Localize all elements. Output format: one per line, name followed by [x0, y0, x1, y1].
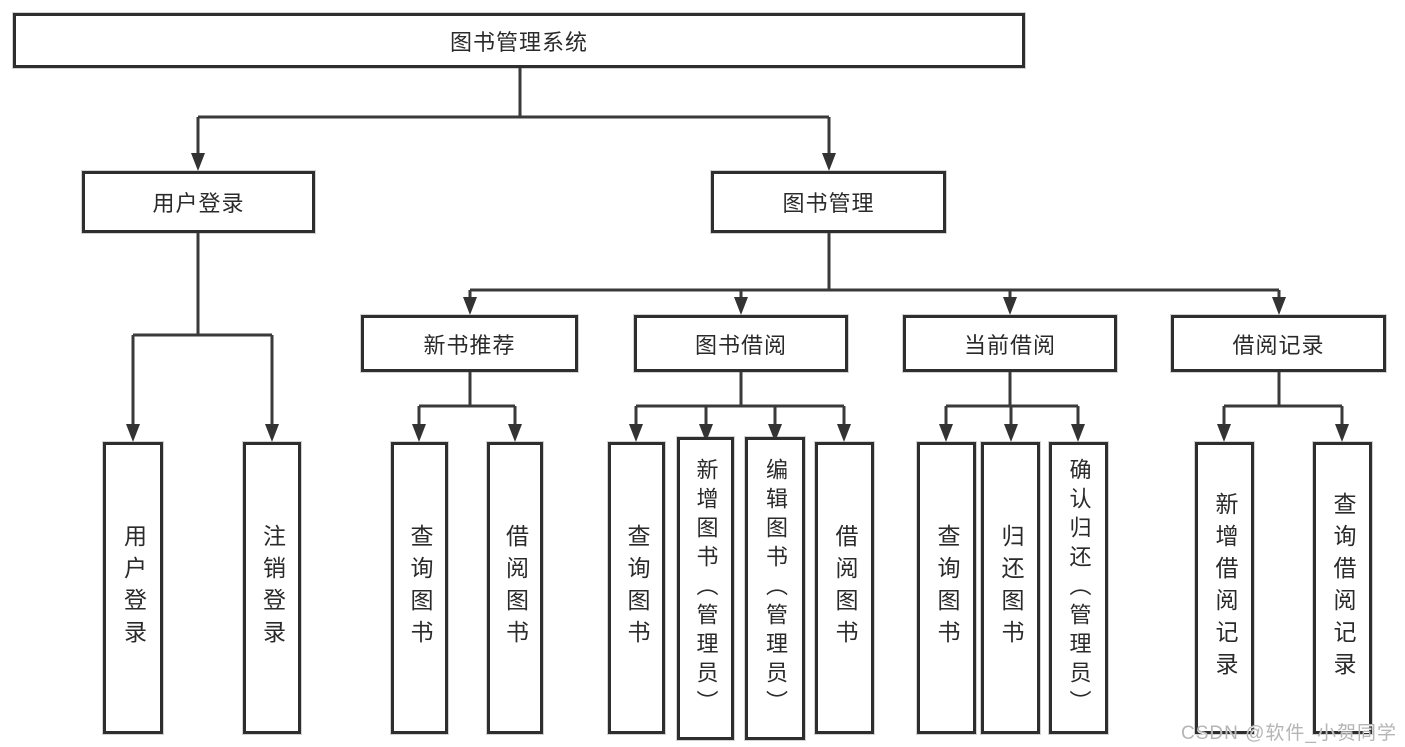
leaf-cb-confirm-return-admin: 确认归还（管理员）: [1049, 442, 1108, 734]
node-borrowing-records: 借阅记录: [1171, 315, 1386, 372]
leaf-bb-borrow-book: 借阅图书: [815, 442, 874, 734]
leaf-bb-borrow-book-label: 借阅图书: [832, 524, 858, 652]
leaf-bb-add-book-admin-label: 新增图书（管理员）: [693, 458, 719, 719]
leaf-cb-return-book: 归还图书: [981, 442, 1040, 734]
node-book-management: 图书管理: [711, 171, 946, 233]
node-new-book-recommend: 新书推荐: [361, 315, 578, 372]
leaf-bb-query-book-label: 查询图书: [624, 524, 650, 652]
leaf-bb-edit-book-admin-label: 编辑图书（管理员）: [763, 458, 788, 719]
node-new-book-recommend-label: 新书推荐: [423, 332, 516, 358]
node-root-system: 图书管理系统: [13, 13, 1025, 68]
csdn-watermark: CSDN @软件_小贺同学: [1181, 723, 1397, 744]
leaf-br-query-record-label: 查询借阅记录: [1330, 492, 1356, 684]
node-book-management-label: 图书管理: [782, 191, 875, 216]
node-user-login-label: 用户登录: [152, 191, 245, 216]
leaf-logout-label: 注销登录: [259, 524, 286, 652]
leaf-user-login: 用户登录: [103, 442, 163, 734]
leaf-rec-query-book: 查询图书: [391, 442, 448, 734]
leaf-rec-borrow-book-label: 借阅图书: [502, 524, 529, 652]
leaf-br-query-record: 查询借阅记录: [1313, 442, 1372, 734]
node-book-borrowing-label: 图书借阅: [694, 332, 787, 358]
leaf-br-add-record-label: 新增借阅记录: [1212, 492, 1238, 684]
leaf-bb-query-book: 查询图书: [608, 442, 665, 734]
leaf-rec-query-book-label: 查询图书: [407, 524, 433, 652]
node-borrowing-records-label: 借阅记录: [1232, 332, 1325, 358]
node-root-label: 图书管理系统: [449, 29, 588, 55]
leaf-cb-query-book: 查询图书: [917, 442, 976, 734]
leaf-cb-confirm-return-admin-label: 确认归还（管理员）: [1066, 457, 1092, 719]
node-user-login: 用户登录: [82, 171, 315, 233]
leaf-logout: 注销登录: [243, 442, 301, 734]
arrowhead-icons: [126, 153, 1349, 442]
leaf-bb-edit-book-admin: 编辑图书（管理员）: [745, 437, 805, 740]
leaf-bb-add-book-admin: 新增图书（管理员）: [677, 437, 734, 740]
node-book-borrowing: 图书借阅: [634, 315, 848, 372]
leaf-cb-return-book-label: 归还图书: [998, 524, 1024, 652]
leaf-br-add-record: 新增借阅记录: [1195, 442, 1254, 734]
leaf-rec-borrow-book: 借阅图书: [487, 442, 543, 734]
node-current-borrowing-label: 当前借阅: [963, 332, 1056, 358]
leaf-user-login-label: 用户登录: [120, 524, 147, 652]
leaf-cb-query-book-label: 查询图书: [934, 524, 960, 652]
node-current-borrowing: 当前借阅: [903, 315, 1117, 372]
